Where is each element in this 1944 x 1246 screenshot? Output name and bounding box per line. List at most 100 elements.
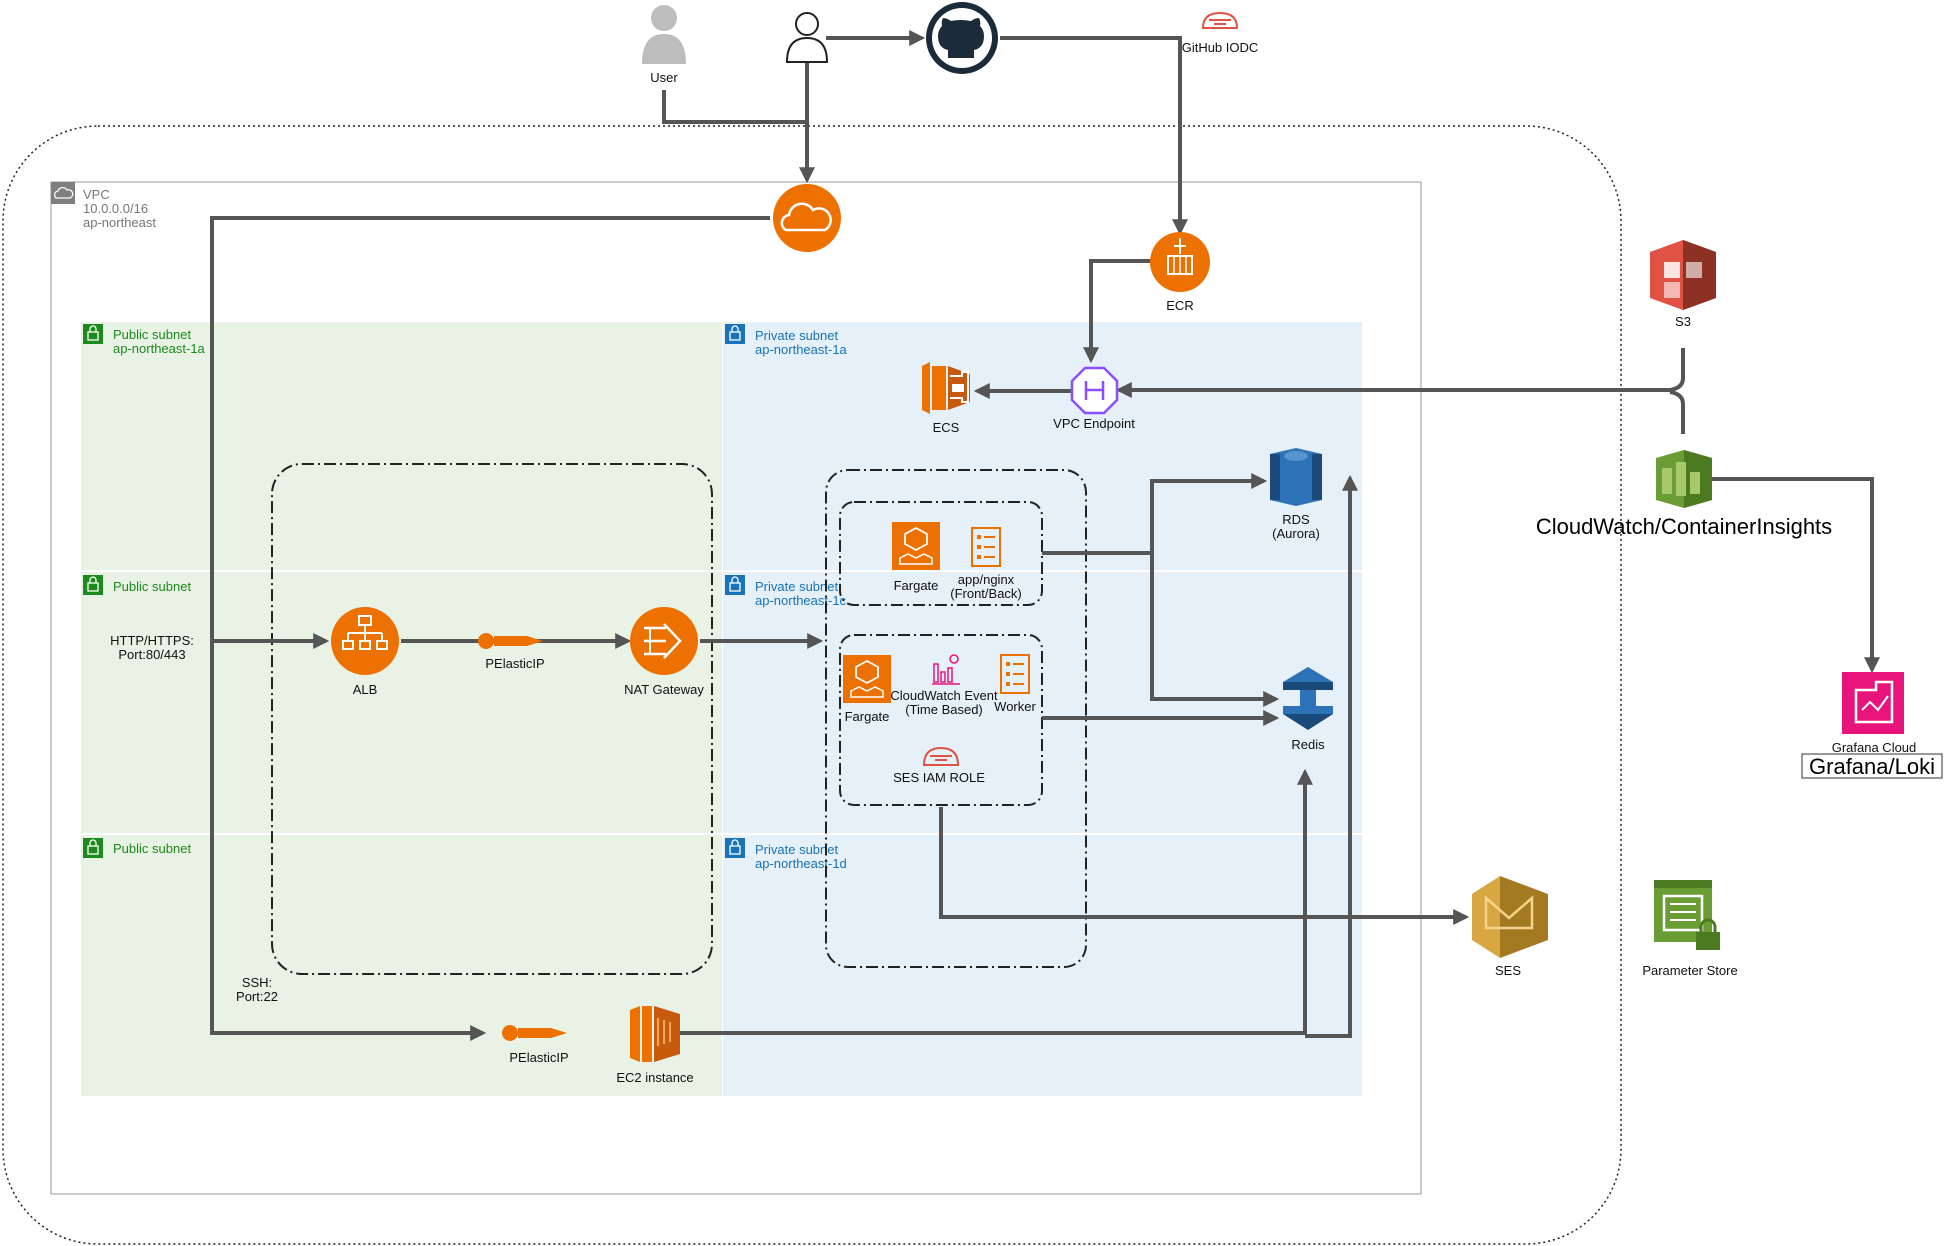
subnet-name: Public subnet (113, 841, 191, 856)
public-subnet-1a-header: Public subnet ap-northeast-1a (83, 324, 206, 356)
public-subnet-area (81, 322, 722, 1096)
subnet-az: ap-northeast-1a (113, 341, 206, 356)
cloud-icon (773, 184, 841, 252)
ecs-label: ECS (933, 420, 960, 435)
subnet-name: Private subnet (755, 842, 838, 857)
ssh-edge-label: SSH: Port:22 (236, 975, 278, 1004)
edge-gateway-to-alb (210, 216, 770, 649)
developer-icon (785, 12, 829, 63)
nat-gateway-node[interactable]: NAT Gateway (624, 607, 704, 697)
edge-ec2-to-rds (1305, 474, 1358, 1038)
redis-node[interactable]: Redis (1283, 667, 1333, 752)
iam-role-icon (922, 746, 960, 766)
user-label: User (650, 70, 678, 85)
lock-icon (83, 575, 103, 595)
github-iodc-node[interactable]: GitHub IODC (1182, 11, 1259, 55)
worker-node[interactable]: Worker (994, 654, 1036, 714)
edge-front-to-redis (1150, 553, 1280, 707)
user-icon (642, 5, 686, 64)
user-node[interactable]: User (642, 5, 686, 85)
parameter-store-label: Parameter Store (1642, 963, 1737, 978)
cloudwatch-event-sub-label: (Time Based) (905, 702, 983, 717)
ecs-node[interactable]: ECS (922, 362, 970, 435)
ecr-node[interactable]: ECR (1150, 232, 1210, 313)
subnet-az: ap-northeast-1a (755, 342, 848, 357)
edge-front-to-rds (1042, 473, 1268, 555)
elastic-ip-bottom-label: PElasticIP (509, 1050, 568, 1065)
ec2-node[interactable]: EC2 instance (616, 1006, 694, 1085)
subnet-name: Private subnet (755, 579, 838, 594)
fargate-icon (843, 655, 891, 703)
alb-label: ALB (353, 682, 378, 697)
vpc-region: ap-northeast (83, 215, 156, 230)
private-subnet-1d-header: Private subnet ap-northeast-1d (725, 838, 847, 871)
front-service-group (839, 501, 1043, 606)
nat-gateway-label: NAT Gateway (624, 682, 704, 697)
edge-ec2-to-redis (680, 768, 1313, 1035)
github-iodc-label: GitHub IODC (1182, 40, 1259, 55)
cloudwatch-icon (1656, 450, 1712, 508)
edge-github-to-ecr (1000, 36, 1188, 236)
lock-icon (725, 575, 745, 595)
cloudwatch-event-label: CloudWatch Event (890, 688, 998, 703)
grafana-icon (1842, 672, 1904, 734)
s3-node[interactable]: S3 (1650, 240, 1716, 329)
edge-worker-to-ses (939, 807, 1470, 925)
rds-node[interactable]: RDS (Aurora) (1270, 448, 1322, 541)
grafana-node[interactable]: Grafana Cloud Grafana/Loki (1801, 672, 1943, 779)
fargate-front-label: Fargate (894, 578, 939, 593)
vpc-endpoint-node[interactable]: VPC Endpoint (1053, 366, 1135, 431)
http-label-line2: Port:80/443 (118, 647, 185, 662)
grafana-cloud-label: Grafana Cloud (1832, 740, 1917, 755)
elastic-ip-top-label: PElasticIP (485, 656, 544, 671)
s3-bucket-icon (1650, 240, 1716, 310)
ecs-cluster-group (825, 469, 1087, 968)
iam-role-icon (1201, 11, 1239, 29)
grafana-loki-label: Grafana/Loki (1809, 754, 1935, 779)
ecs-icon (922, 362, 970, 414)
vpc-icon (51, 182, 75, 204)
fargate-worker-node[interactable]: Fargate (843, 655, 891, 724)
rds-sub-label: (Aurora) (1272, 526, 1320, 541)
alb-node[interactable]: ALB (331, 607, 399, 697)
ssh-label-line1: SSH: (242, 975, 272, 990)
ses-iam-role-node[interactable]: SES IAM ROLE (893, 746, 985, 785)
ses-label: SES (1495, 963, 1521, 978)
redis-icon (1283, 667, 1333, 730)
ssh-label-line2: Port:22 (236, 989, 278, 1004)
subnet-az: ap-northeast-1c (755, 593, 847, 608)
http-edge-label: HTTP/HTTPS: Port:80/443 (110, 633, 194, 662)
subnet-name: Private subnet (755, 328, 838, 343)
subnet-az: ap-northeast-1d (755, 856, 847, 871)
parameter-store-node[interactable]: Parameter Store (1642, 880, 1738, 978)
grafana-loki-box (1801, 753, 1943, 779)
github-node[interactable] (926, 2, 998, 74)
fargate-worker-label: Fargate (845, 709, 890, 724)
private-subnet-area (723, 322, 1362, 1096)
http-label-line1: HTTP/HTTPS: (110, 633, 194, 648)
subnet-name: Public subnet (113, 579, 191, 594)
fargate-front-node[interactable]: Fargate (892, 522, 940, 593)
edge-ecr-to-endpoint (1083, 259, 1152, 364)
private-subnet-1a-header: Private subnet ap-northeast-1a (725, 324, 848, 357)
cloudwatch-node[interactable]: CloudWatch/ContainerInsights (1536, 450, 1832, 539)
edge-cw-bracket (1669, 390, 1685, 434)
ec2-icon (630, 1006, 680, 1062)
developer-node[interactable] (785, 12, 829, 63)
app-nginx-node[interactable]: app/nginx (Front/Back) (950, 527, 1022, 601)
lock-icon (83, 324, 103, 344)
lock-icon (725, 838, 745, 858)
private-subnet-1c-header: Private subnet ap-northeast-1c (725, 575, 847, 608)
connectors (210, 30, 1880, 1041)
edge-user-to-gateway (662, 90, 807, 124)
lock-icon (83, 838, 103, 858)
cloudwatch-event-node[interactable]: CloudWatch Event (Time Based) (890, 654, 998, 717)
ses-node[interactable]: SES (1472, 876, 1548, 978)
internet-gateway-node[interactable] (773, 184, 841, 252)
elastic-ip-bottom-node[interactable]: PElasticIP (502, 1025, 569, 1065)
elastic-ip-top-node[interactable]: PElasticIP (478, 633, 545, 671)
vpc-name: VPC (83, 187, 110, 202)
vpc-cidr: 10.0.0.0/16 (83, 201, 148, 216)
worker-label: Worker (994, 699, 1036, 714)
